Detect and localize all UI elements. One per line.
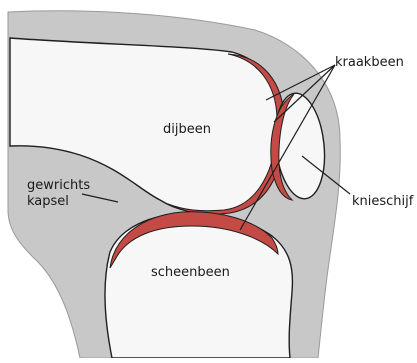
femur-label: dijbeen [163, 122, 211, 137]
kneecap-label: knieschijf [352, 194, 414, 209]
joint-capsule-label-line2: kapsel [27, 194, 69, 209]
cartilage-label: kraakbeen [335, 55, 404, 70]
tibia-label: scheenbeen [151, 265, 230, 280]
joint-capsule-label-line1: gewrichts [27, 178, 90, 193]
